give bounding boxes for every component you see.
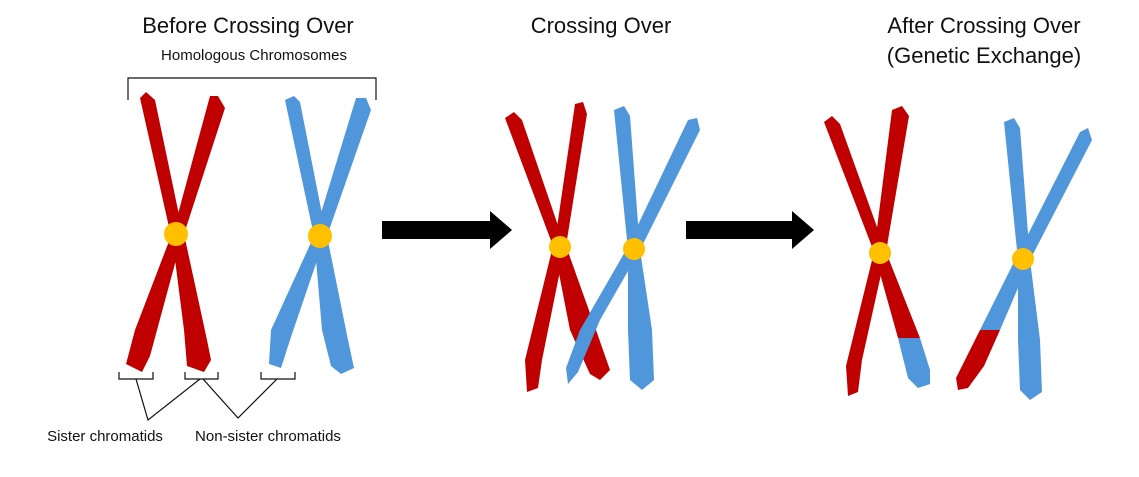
homologous-bracket: [127, 77, 377, 100]
chromatid-paternal-1: [269, 96, 326, 368]
title-after: After Crossing Over: [887, 13, 1080, 38]
chromatid-paternal-segment: [898, 338, 930, 388]
chromosome-paternal-recombinant: [956, 118, 1092, 400]
chromatid-maternal-2-upper: [874, 106, 920, 338]
sister-bracket-1: [118, 372, 154, 380]
chromosome-maternal: [505, 102, 610, 392]
subtitle-after: (Genetic Exchange): [887, 43, 1081, 68]
chromatid-maternal-segment: [956, 330, 1000, 390]
arrow-right-icon: [686, 211, 814, 249]
centromere: [308, 224, 332, 248]
chromosome-paternal: [269, 96, 371, 374]
homologous-label: Homologous Chromosomes: [161, 47, 347, 64]
non-sister-chromatids-label: Non-sister chromatids: [195, 428, 341, 445]
centromere: [164, 222, 188, 246]
arrow-right-icon: [382, 211, 512, 249]
centromere: [869, 242, 891, 264]
centromere: [549, 236, 571, 258]
chromosome-maternal: [126, 92, 225, 372]
sister-pointer: [135, 378, 201, 422]
sister-chromatids-label: Sister chromatids: [47, 428, 163, 445]
sister-bracket-3: [260, 372, 296, 380]
chromatid-maternal-2: [172, 96, 225, 372]
chromatid-paternal-2: [314, 98, 371, 374]
chromosome-maternal-recombinant: [824, 106, 930, 396]
title-before: Before Crossing Over: [142, 13, 354, 38]
non-sister-pointer: [202, 378, 278, 419]
chromatid-maternal-2: [554, 102, 610, 380]
chromatid-paternal-2-upper: [980, 128, 1092, 330]
centromere: [1012, 248, 1034, 270]
sister-bracket-2: [184, 372, 219, 380]
title-crossing: Crossing Over: [531, 13, 672, 38]
chromosome-paternal: [566, 106, 700, 390]
centromere: [623, 238, 645, 260]
